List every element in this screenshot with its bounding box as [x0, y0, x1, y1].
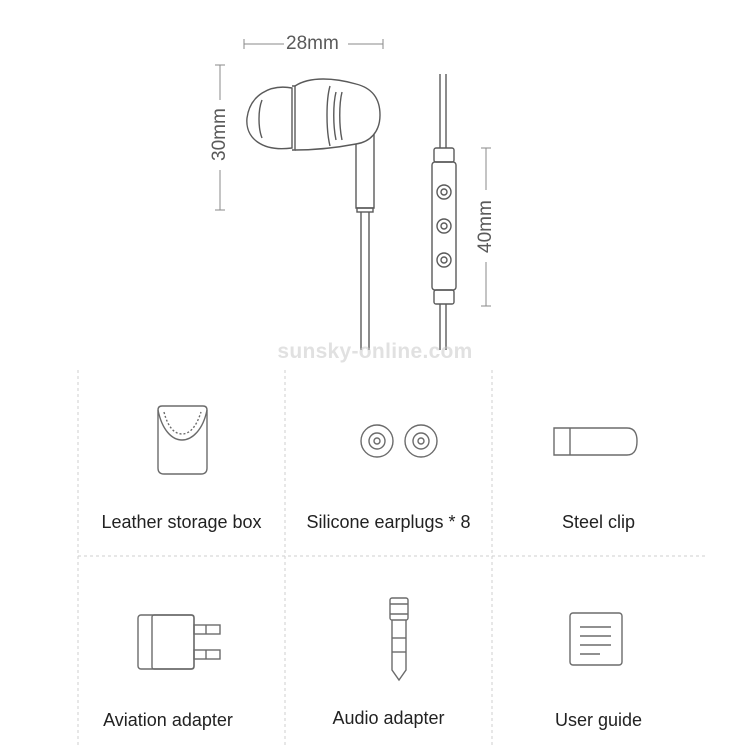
remote-control-icon: [431, 74, 457, 350]
accessory-label-user-guide: User guide: [554, 710, 643, 730]
steel-clip-icon: [553, 427, 638, 456]
control-dimension-label: 40mm: [475, 200, 496, 253]
height-dimension-line: [215, 64, 225, 211]
watermark: sunsky-online.com: [277, 340, 473, 363]
user-guide-icon: [569, 612, 623, 666]
earbud-icon: [246, 78, 381, 350]
accessory-label-audio-adapter: Audio adapter: [332, 708, 445, 728]
accessory-label-steel-clip: Steel clip: [561, 512, 636, 532]
accessory-grid: [77, 370, 705, 745]
leather-box-icon: [157, 405, 208, 475]
control-dimension-line: [481, 147, 491, 307]
accessory-label-earplugs: Silicone earplugs * 8: [306, 512, 471, 532]
aviation-adapter-icon: [137, 614, 221, 670]
earplugs-icon: [360, 424, 438, 458]
width-dimension-line: [243, 39, 384, 49]
height-dimension-label: 30mm: [209, 108, 230, 161]
accessory-label-leather-box: Leather storage box: [101, 512, 262, 532]
audio-adapter-icon: [389, 597, 409, 682]
accessory-label-aviation-adapter: Aviation adapter: [103, 710, 233, 730]
width-dimension-label: 28mm: [286, 33, 339, 54]
